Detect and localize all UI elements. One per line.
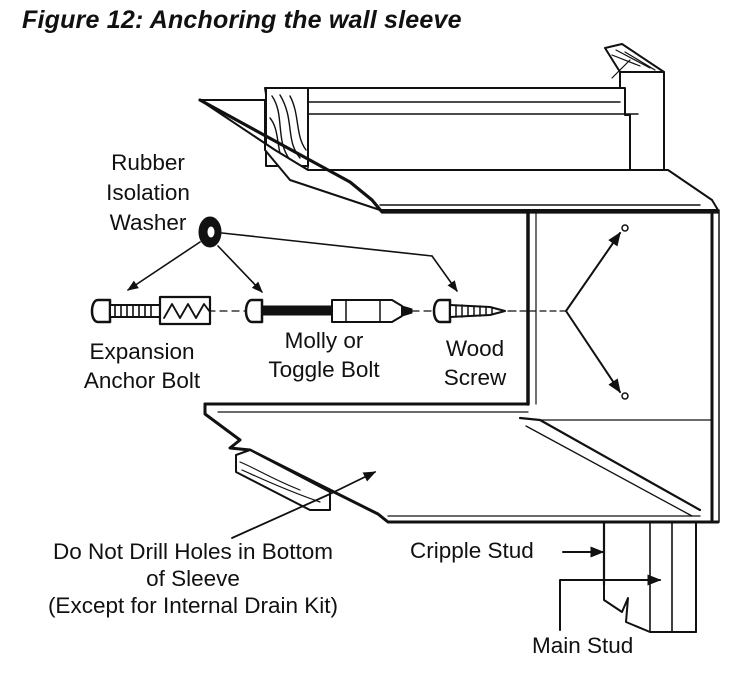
studs — [559, 520, 697, 633]
bottom-warning-label-line: of Sleeve — [146, 566, 240, 591]
washer-label: Rubber Isolation Washer — [96, 150, 200, 236]
washer-label-line: Isolation — [106, 180, 190, 205]
washer-label-line: Washer — [109, 210, 187, 235]
wood-screw-label: Wood Screw — [430, 336, 520, 391]
expansion-anchor-bolt-icon — [90, 295, 212, 326]
sleeve-body — [203, 209, 720, 524]
wood-screw-icon — [432, 298, 506, 324]
rubber-washer-icon — [198, 216, 222, 248]
bottom-warning-label-line: Do Not Drill Holes in Bottom — [52, 539, 334, 564]
molly-toggle-bolt-icon — [244, 298, 413, 324]
expansion-anchor-label-line: Anchor Bolt — [83, 368, 201, 393]
molly-toggle-label: Molly or Toggle Bolt — [256, 328, 392, 383]
molly-toggle-label-line: Molly or — [284, 328, 364, 353]
molly-toggle-label-line: Toggle Bolt — [268, 357, 380, 382]
wood-screw-label-line: Screw — [443, 365, 507, 390]
top-header-framing — [198, 43, 720, 214]
main-stud-label: Main Stud — [532, 633, 634, 658]
bottom-warning-label-line: (Except for Internal Drain Kit) — [47, 593, 339, 618]
anchor-direction-arrows — [509, 224, 629, 400]
figure-title: Figure 12: Anchoring the wall sleeve — [22, 6, 462, 34]
expansion-anchor-label: Expansion Anchor Bolt — [74, 339, 210, 394]
expansion-anchor-label-line: Expansion — [89, 339, 195, 364]
bottom-warning-label: Do Not Drill Holes in Bottom of Sleeve (… — [18, 539, 368, 619]
washer-label-line: Rubber — [111, 150, 185, 175]
wood-screw-label-line: Wood — [445, 336, 505, 361]
washer-leader-arrows — [127, 232, 458, 293]
cripple-stud-label: Cripple Stud — [410, 538, 534, 563]
bottom-warning-arrow — [231, 471, 377, 539]
